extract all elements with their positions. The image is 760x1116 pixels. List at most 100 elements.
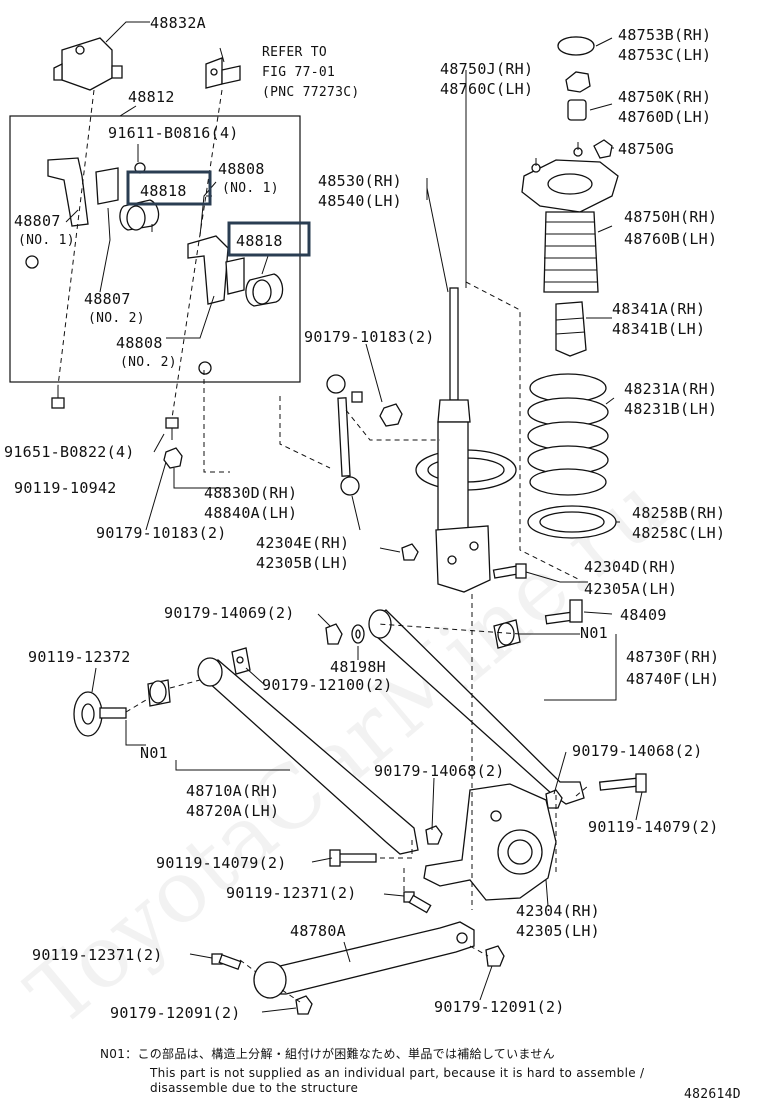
label-48750G: 48750G bbox=[618, 140, 674, 158]
label-42304: 42304(RH) bbox=[516, 902, 600, 920]
label-48258C: 48258C(LH) bbox=[632, 524, 725, 542]
label-48808-no2: 48808 bbox=[116, 334, 163, 352]
bolt-42304E-drawing bbox=[401, 543, 419, 561]
label-90119-12371-b: 90119-12371(2) bbox=[32, 946, 163, 964]
label-48710A: 48710A(RH) bbox=[186, 782, 279, 800]
cushion-48750K-drawing bbox=[567, 99, 587, 121]
cap-48753B-drawing bbox=[557, 36, 595, 56]
label-90179-10183-b: 90179-10183(2) bbox=[96, 524, 227, 542]
washer-90119-12372-drawing bbox=[73, 691, 127, 737]
nut-90179-14069-drawing bbox=[325, 623, 343, 645]
label-48807-no2: 48807 bbox=[84, 290, 131, 308]
bolt-90119-14079-b-drawing bbox=[329, 849, 377, 867]
footnote-english-line-1: This part is not supplied as an individu… bbox=[149, 1066, 645, 1080]
label-90179-14068-b: 90179-14068(2) bbox=[374, 762, 505, 780]
label-42304E: 42304E(RH) bbox=[256, 534, 349, 552]
label-48807-no1-sub: (NO. 1) bbox=[18, 233, 75, 248]
label-48808-no1: 48808 bbox=[218, 160, 265, 178]
stabilizer-link-48830D-drawing bbox=[326, 374, 363, 496]
nut-90179-12091-a-drawing bbox=[295, 995, 313, 1015]
highlight-box-48818-b bbox=[227, 221, 311, 257]
shock-absorber-48530-drawing bbox=[415, 287, 517, 593]
stabilizer-bracket-no2-drawing bbox=[187, 235, 245, 305]
arm-48780A-drawing bbox=[253, 921, 475, 999]
arm-48730F-drawing bbox=[368, 609, 585, 805]
nut-90179-10183-b-drawing bbox=[163, 447, 183, 469]
label-48818-b: 48818 bbox=[236, 232, 283, 250]
bolt-48409-drawing bbox=[544, 599, 583, 625]
dashed-lines bbox=[57, 89, 589, 1003]
label-48730F: 48730F(RH) bbox=[626, 648, 719, 666]
label-N01-b: N01 bbox=[140, 744, 168, 762]
label-N01-a: N01 bbox=[580, 624, 608, 642]
label-90179-12091-a: 90179-12091(2) bbox=[110, 1004, 241, 1022]
bolt-90119-14079-a-drawing bbox=[598, 773, 647, 793]
label-90119-14079-a: 90119-14079(2) bbox=[588, 818, 719, 836]
washer-48198H-drawing bbox=[351, 624, 365, 644]
bushing-N01-b-drawing bbox=[147, 679, 171, 707]
label-48760D: 48760D(LH) bbox=[618, 108, 711, 126]
highlight-box-48818-a bbox=[126, 170, 212, 206]
leader-lines bbox=[65, 21, 643, 1013]
label-48832A: 48832A bbox=[150, 14, 206, 32]
label-42304D: 42304D(RH) bbox=[584, 558, 677, 576]
knuckle-42304-drawing bbox=[423, 783, 557, 901]
footnote-english-line-2: disassemble due to the structure bbox=[150, 1081, 358, 1095]
label-48760C: 48760C(LH) bbox=[440, 80, 533, 98]
bolt-91651-drawing bbox=[51, 386, 65, 409]
label-48812: 48812 bbox=[128, 88, 175, 106]
label-48808-no1-sub: (NO. 1) bbox=[222, 181, 279, 196]
label-48753C: 48753C(LH) bbox=[618, 46, 711, 64]
label-48807-no2-sub: (NO. 2) bbox=[88, 311, 145, 326]
label-48760B: 48760B(LH) bbox=[624, 230, 717, 248]
arm-48710A-drawing bbox=[197, 657, 419, 855]
label-48540: 48540(LH) bbox=[318, 192, 402, 210]
label-90179-12100: 90179-12100(2) bbox=[262, 676, 393, 694]
refer-line-2: FIG 77-01 bbox=[262, 65, 335, 80]
stabilizer-bracket-no1-drawing bbox=[47, 157, 146, 227]
bolt-90119-10942-drawing bbox=[165, 417, 179, 440]
label-48231B: 48231B(LH) bbox=[624, 400, 717, 418]
nut-90179-10183-a-drawing bbox=[379, 403, 403, 427]
refer-line-3: (PNC 77273C) bbox=[262, 85, 360, 100]
label-90179-14069: 90179-14069(2) bbox=[164, 604, 295, 622]
label-48780A: 48780A bbox=[290, 922, 346, 940]
refer-bracket-drawing bbox=[205, 57, 241, 89]
label-48409: 48409 bbox=[620, 606, 667, 624]
nut-90179-12091-b-drawing bbox=[485, 945, 505, 967]
label-48740F: 48740F(LH) bbox=[626, 670, 719, 688]
label-48840A: 48840A(LH) bbox=[204, 504, 297, 522]
label-90179-14068-a: 90179-14068(2) bbox=[572, 742, 703, 760]
stabilizer-inset-frame bbox=[9, 115, 301, 383]
label-48753B: 48753B(RH) bbox=[618, 26, 711, 44]
label-90119-10942: 90119-10942 bbox=[14, 479, 117, 497]
label-48530: 48530(RH) bbox=[318, 172, 402, 190]
diagram-code: 482614D bbox=[684, 1087, 741, 1102]
label-48341B: 48341B(LH) bbox=[612, 320, 705, 338]
label-48808-no2-sub: (NO. 2) bbox=[120, 355, 177, 370]
mount-48750H-drawing bbox=[521, 142, 619, 213]
label-48818-a: 48818 bbox=[140, 182, 187, 200]
label-42305A: 42305A(LH) bbox=[584, 580, 677, 598]
bump-stopper-48341A-drawing bbox=[555, 301, 587, 357]
bushing-N01-a-drawing bbox=[493, 619, 521, 649]
label-48750K: 48750K(RH) bbox=[618, 88, 711, 106]
bracket-48832A-drawing bbox=[53, 37, 123, 91]
label-42305B: 42305B(LH) bbox=[256, 554, 349, 572]
bracket-90179-12100-drawing bbox=[231, 647, 251, 675]
bolt-42304D-drawing bbox=[492, 563, 527, 579]
label-90119-14079-b: 90119-14079(2) bbox=[156, 854, 287, 872]
label-48198H: 48198H bbox=[330, 658, 386, 676]
footnote-japanese: N01：この部品は、構造上分解・組付けが困難なため、単品では補給していません bbox=[100, 1046, 555, 1061]
nut-90179-14068-b-drawing bbox=[425, 825, 443, 845]
label-48258B: 48258B(RH) bbox=[632, 504, 725, 522]
bushing-48818-b-drawing bbox=[245, 273, 284, 307]
label-91651: 91651-B0822(4) bbox=[4, 443, 135, 461]
bolt-90119-12371-a-drawing bbox=[403, 891, 432, 914]
label-91611: 91611-B0816(4) bbox=[108, 124, 239, 142]
label-90179-12091-b: 90179-12091(2) bbox=[434, 998, 565, 1016]
insulator-48258B-drawing bbox=[527, 505, 617, 539]
label-48830D: 48830D(RH) bbox=[204, 484, 297, 502]
